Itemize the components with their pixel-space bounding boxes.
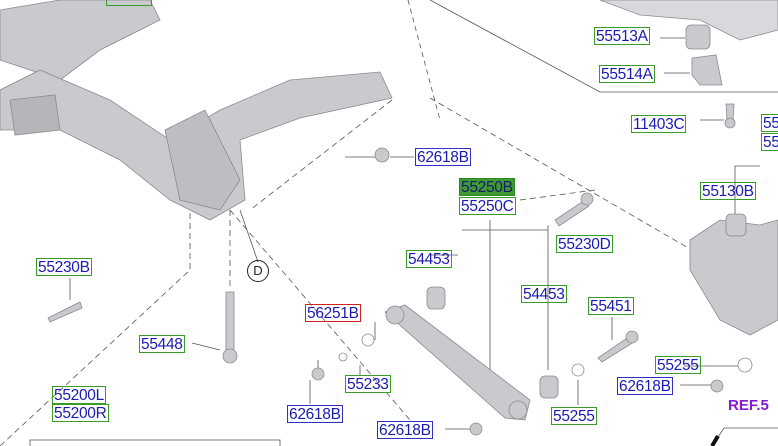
part-label-55-top2[interactable]: 55: [761, 133, 778, 151]
frame-line: [429, 0, 778, 93]
part-label-55255[interactable]: 55255: [655, 356, 701, 374]
part-label-55130B[interactable]: 55130B: [700, 182, 756, 200]
part-label-62618B[interactable]: 62618B: [377, 421, 433, 439]
part-label-11403C[interactable]: 11403C: [631, 115, 687, 133]
part-label-62618B[interactable]: 62618B: [415, 148, 471, 166]
part-label-55-top1[interactable]: 55: [761, 114, 778, 132]
part-label-55250B[interactable]: 55250B: [459, 178, 515, 196]
part-label-62618B[interactable]: 62618B: [617, 377, 673, 395]
part-label-55514A[interactable]: 55514A: [599, 65, 655, 83]
part-label-62618B[interactable]: 62618B: [287, 405, 343, 423]
detail-marker[interactable]: D: [247, 260, 269, 282]
part-label-55448[interactable]: 55448: [139, 335, 185, 353]
part-label-55230B[interactable]: 55230B: [36, 258, 92, 276]
part-label-partial[interactable]: [106, 0, 152, 6]
part-label-55200R[interactable]: 55200R: [52, 404, 109, 422]
part-label-54453[interactable]: 54453: [521, 285, 567, 303]
part-label-54453[interactable]: 54453: [406, 250, 452, 268]
part-label-56251B[interactable]: 56251B: [305, 304, 361, 322]
part-label-55513A[interactable]: 55513A: [594, 27, 650, 45]
part-label-55230D[interactable]: 55230D: [556, 235, 613, 253]
part-label-55255[interactable]: 55255: [551, 407, 597, 425]
reference-label[interactable]: REF.5: [728, 397, 769, 414]
part-label-55451[interactable]: 55451: [588, 297, 634, 315]
part-label-55200L[interactable]: 55200L: [52, 386, 106, 404]
part-label-55250C[interactable]: 55250C: [459, 197, 516, 215]
part-label-55233[interactable]: 55233: [345, 375, 391, 393]
